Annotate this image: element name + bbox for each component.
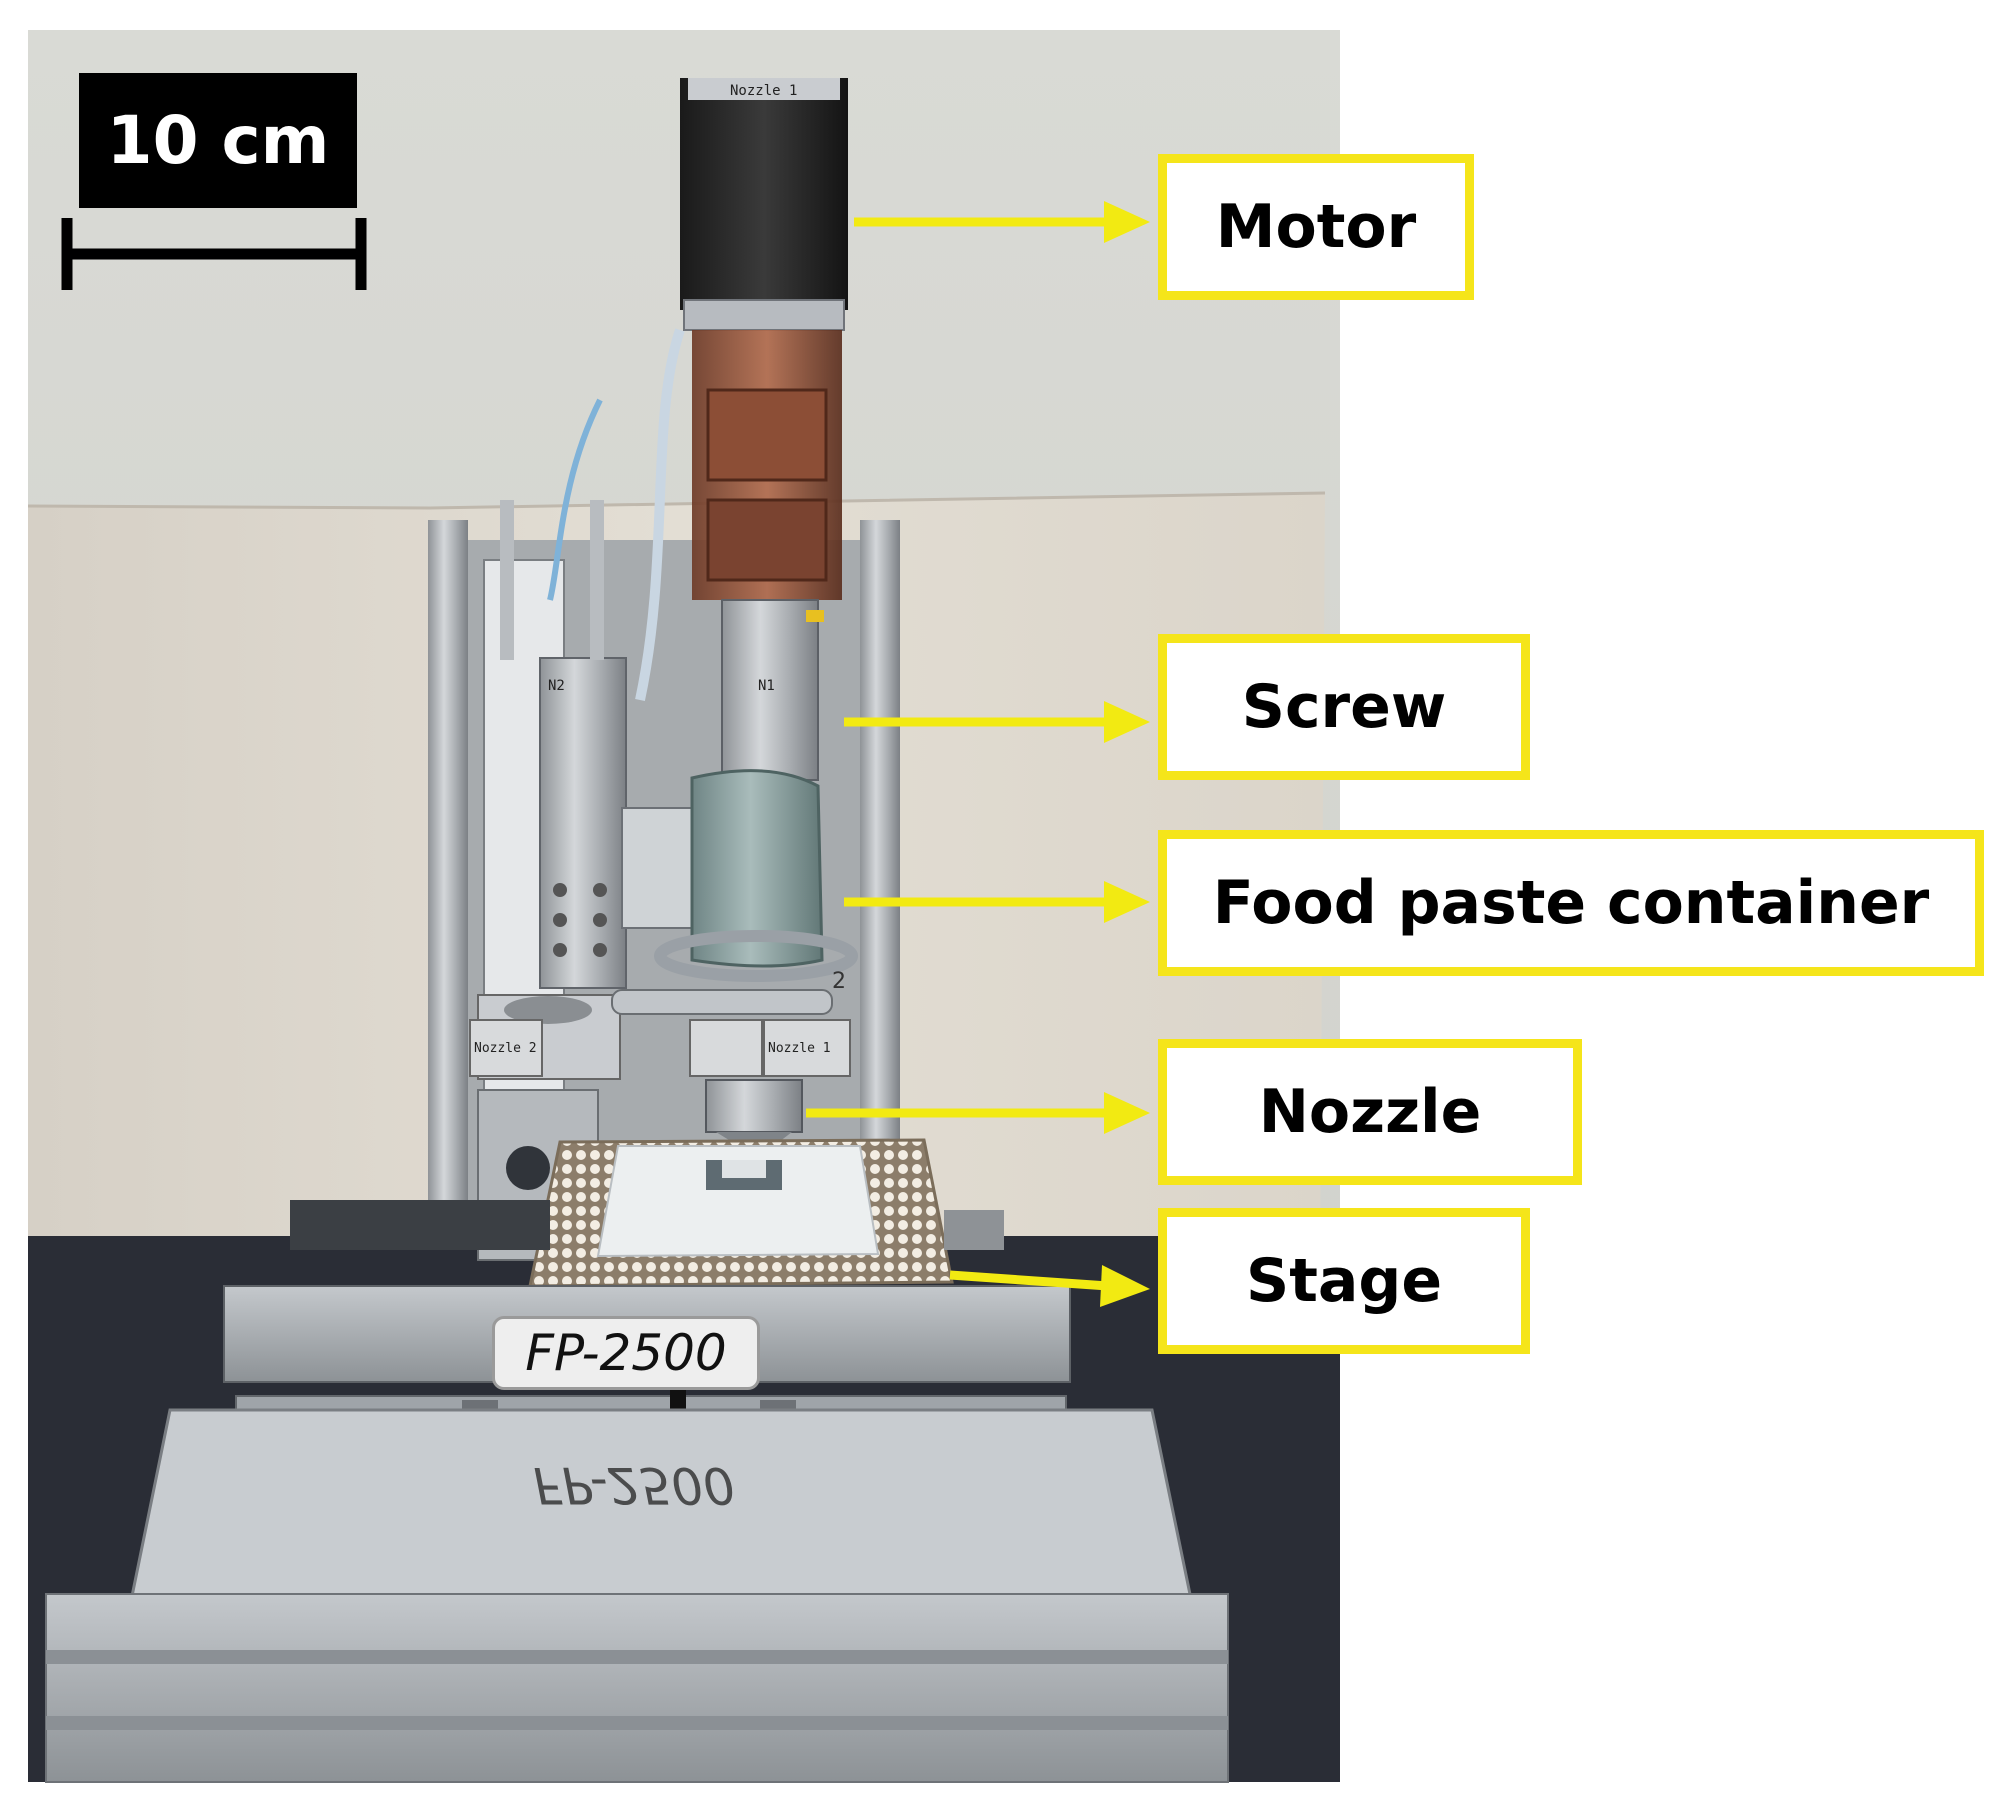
model-label-plate: FP-2500	[492, 1316, 760, 1390]
nozzle-callout: Nozzle	[1158, 1039, 1582, 1185]
stage-arrow-line	[949, 1270, 1109, 1291]
model-label-reflection: FP-2500	[533, 1456, 735, 1514]
n2-label: N2	[548, 678, 565, 694]
nozzle	[705, 1079, 803, 1133]
screw-arrow-head	[1104, 701, 1150, 743]
food-paste-container	[690, 769, 824, 968]
stage-plate	[596, 1145, 880, 1258]
nozzle-1-motor-label: Nozzle 1	[730, 83, 797, 99]
stage-callout: Stage	[1158, 1208, 1530, 1354]
motor-callout: Motor	[1158, 154, 1474, 300]
screw-callout: Screw	[1158, 634, 1530, 780]
base-enclosure	[45, 1593, 1229, 1783]
food-paste-container-callout: Food paste container	[1158, 830, 1984, 976]
stage-arrow-head	[1100, 1265, 1150, 1307]
scale-bar-label: 10 cm	[79, 73, 357, 208]
screw-housing	[721, 599, 819, 781]
stepper-motor	[680, 78, 848, 310]
nozzle-arrow-head	[1104, 1092, 1150, 1134]
nozzle-2-clamp-label: Nozzle 2	[474, 1041, 537, 1056]
container-number-label: 2	[832, 969, 846, 994]
n1-label: N1	[758, 678, 775, 694]
motor-arrow-head	[1104, 201, 1150, 243]
container-arrow-head	[1104, 881, 1150, 923]
nozzle-1-clamp-label: Nozzle 1	[768, 1041, 831, 1056]
